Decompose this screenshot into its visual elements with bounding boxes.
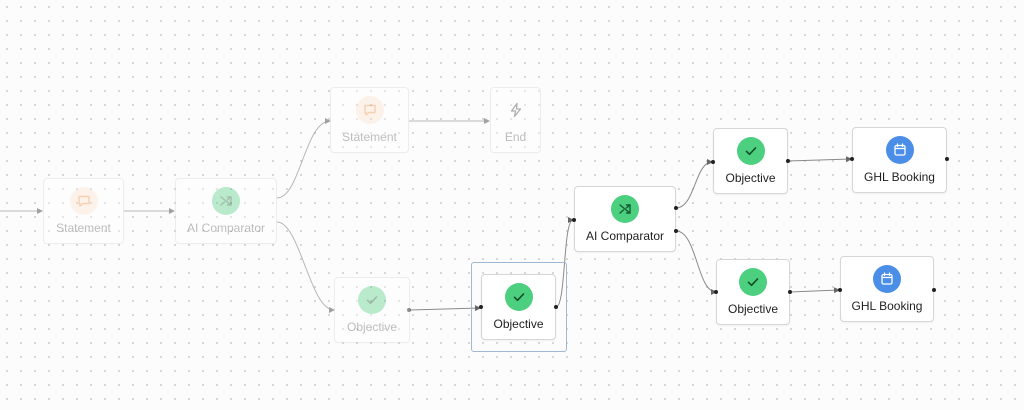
output-port[interactable] bbox=[932, 288, 936, 292]
chat-bubble-icon bbox=[69, 187, 98, 215]
input-port[interactable] bbox=[711, 160, 715, 164]
edge-ai-comparator-1-statement-2 bbox=[276, 118, 331, 199]
node-label: Objective bbox=[725, 171, 776, 185]
node-ai-comparator-1[interactable]: AI Comparator bbox=[175, 178, 277, 244]
check-icon bbox=[358, 286, 386, 314]
edge-objective-4-ghl-booking-2 bbox=[789, 287, 840, 294]
calendar-icon bbox=[885, 136, 914, 164]
output-port[interactable] bbox=[786, 159, 790, 163]
edge-objective-1-objective-2 bbox=[409, 305, 481, 312]
shuffle-icon bbox=[212, 187, 240, 215]
node-statement-1[interactable]: Statement bbox=[43, 178, 124, 244]
edge-objective-3-ghl-booking-1 bbox=[787, 156, 852, 163]
node-label: AI Comparator bbox=[186, 221, 266, 235]
node-objective-4[interactable]: Objective bbox=[716, 259, 790, 325]
input-port[interactable] bbox=[850, 157, 854, 161]
node-label: End bbox=[504, 130, 527, 144]
node-ai-comparator-2[interactable]: AI Comparator bbox=[574, 186, 676, 252]
node-end[interactable]: End bbox=[490, 87, 541, 153]
node-ghl-booking-1[interactable]: GHL Booking bbox=[852, 127, 947, 193]
chat-bubble-icon bbox=[355, 96, 384, 124]
node-label: Statement bbox=[56, 221, 111, 235]
input-port[interactable] bbox=[714, 290, 718, 294]
node-label: Objective bbox=[346, 320, 398, 334]
output-port[interactable] bbox=[674, 206, 678, 210]
edge-ai-comparator-1-objective-1 bbox=[276, 221, 335, 313]
edge-ai-comparator-2-objective-3 bbox=[675, 159, 713, 209]
check-icon bbox=[736, 137, 765, 165]
output-port[interactable] bbox=[674, 229, 678, 233]
node-label: AI Comparator bbox=[585, 229, 665, 243]
lightning-icon bbox=[502, 96, 530, 124]
node-label: Objective bbox=[727, 302, 779, 316]
node-ghl-booking-2[interactable]: GHL Booking bbox=[840, 256, 934, 322]
calendar-icon bbox=[873, 265, 901, 293]
node-objective-1[interactable]: Objective bbox=[334, 277, 410, 343]
output-port[interactable] bbox=[554, 305, 558, 309]
input-port[interactable] bbox=[838, 288, 842, 292]
node-label: Statement bbox=[342, 130, 397, 144]
node-label: GHL Booking bbox=[864, 170, 935, 184]
output-port[interactable] bbox=[945, 157, 949, 161]
check-icon bbox=[739, 268, 767, 296]
edge-ai-comparator-2-objective-4 bbox=[675, 230, 717, 295]
selection-frame bbox=[471, 262, 567, 352]
shuffle-icon bbox=[611, 195, 639, 223]
node-label: GHL Booking bbox=[851, 299, 923, 313]
node-objective-3[interactable]: Objective bbox=[713, 128, 788, 194]
input-port[interactable] bbox=[572, 218, 576, 222]
output-port[interactable] bbox=[788, 290, 792, 294]
node-statement-2[interactable]: Statement bbox=[330, 87, 409, 153]
input-port[interactable] bbox=[479, 305, 483, 309]
check-icon bbox=[504, 283, 533, 311]
output-port[interactable] bbox=[407, 308, 411, 312]
node-objective-2[interactable]: Objective bbox=[481, 274, 556, 340]
node-label: Objective bbox=[493, 317, 544, 331]
